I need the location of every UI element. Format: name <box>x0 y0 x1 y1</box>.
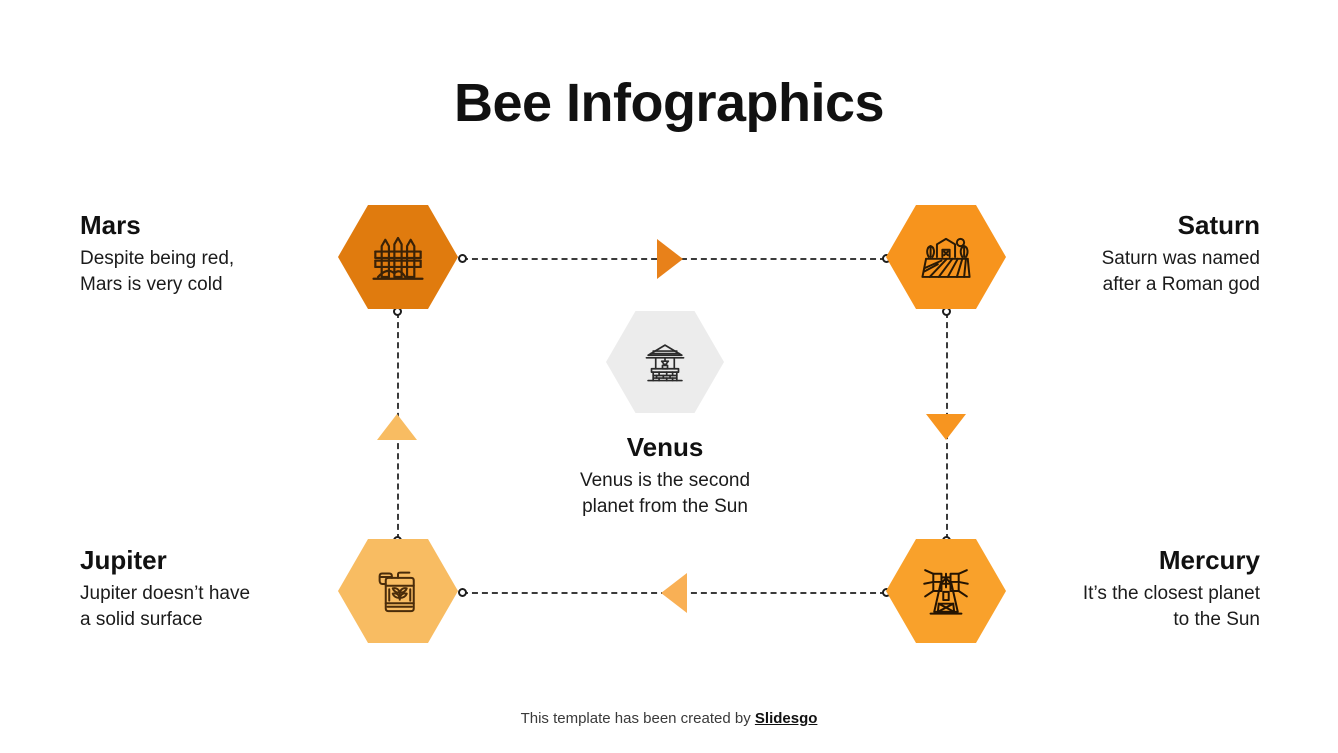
heading-jupiter: Jupiter <box>80 545 167 575</box>
connector-endpoint-dot <box>458 588 467 597</box>
hexagon-jupiter[interactable] <box>338 539 458 643</box>
text-block-mars: Mars Despite being red, Mars is very col… <box>80 210 330 297</box>
heading-venus: Venus <box>626 432 704 462</box>
text-block-saturn: Saturn Saturn was named after a Roman go… <box>1000 210 1260 297</box>
arrow-left-icon <box>661 573 687 613</box>
page-title: Bee Infographics <box>453 73 885 133</box>
footer-text: This template has been created by <box>520 710 755 727</box>
body-venus: Venus is the second planet from the Sun <box>579 469 751 517</box>
jerrycan-fertilizer-icon <box>370 563 426 619</box>
text-block-mercury: Mercury It’s the closest planet to the S… <box>995 545 1260 632</box>
windmill-icon <box>917 562 975 620</box>
body-saturn: Saturn was named after a Roman god <box>1101 247 1260 295</box>
text-block-venus: Venus Venus is the second planet from th… <box>495 432 835 519</box>
connector-endpoint-dot <box>458 254 467 263</box>
hexagon-venus[interactable] <box>606 311 724 413</box>
body-mars: Despite being red, Mars is very cold <box>80 247 235 295</box>
text-block-jupiter: Jupiter Jupiter doesn’t have a solid sur… <box>80 545 345 632</box>
body-jupiter: Jupiter doesn’t have a solid surface <box>80 582 251 630</box>
arrow-down-icon <box>926 414 966 440</box>
fence-icon <box>369 228 427 286</box>
heading-saturn: Saturn <box>1177 210 1260 240</box>
hexagon-mars[interactable] <box>338 205 458 309</box>
hexagon-saturn[interactable] <box>886 205 1006 309</box>
water-well-icon <box>638 335 692 389</box>
heading-mercury: Mercury <box>1158 545 1260 575</box>
arrow-right-icon <box>657 239 683 279</box>
heading-mars: Mars <box>80 210 141 240</box>
hexagon-mercury[interactable] <box>886 539 1006 643</box>
footer-credit: This template has been created by Slides… <box>0 710 1338 727</box>
body-mercury: It’s the closest planet to the Sun <box>1082 582 1260 630</box>
slidesgo-link[interactable]: Slidesgo <box>754 710 818 727</box>
arrow-up-icon <box>377 414 417 440</box>
farm-barn-icon <box>917 228 975 286</box>
